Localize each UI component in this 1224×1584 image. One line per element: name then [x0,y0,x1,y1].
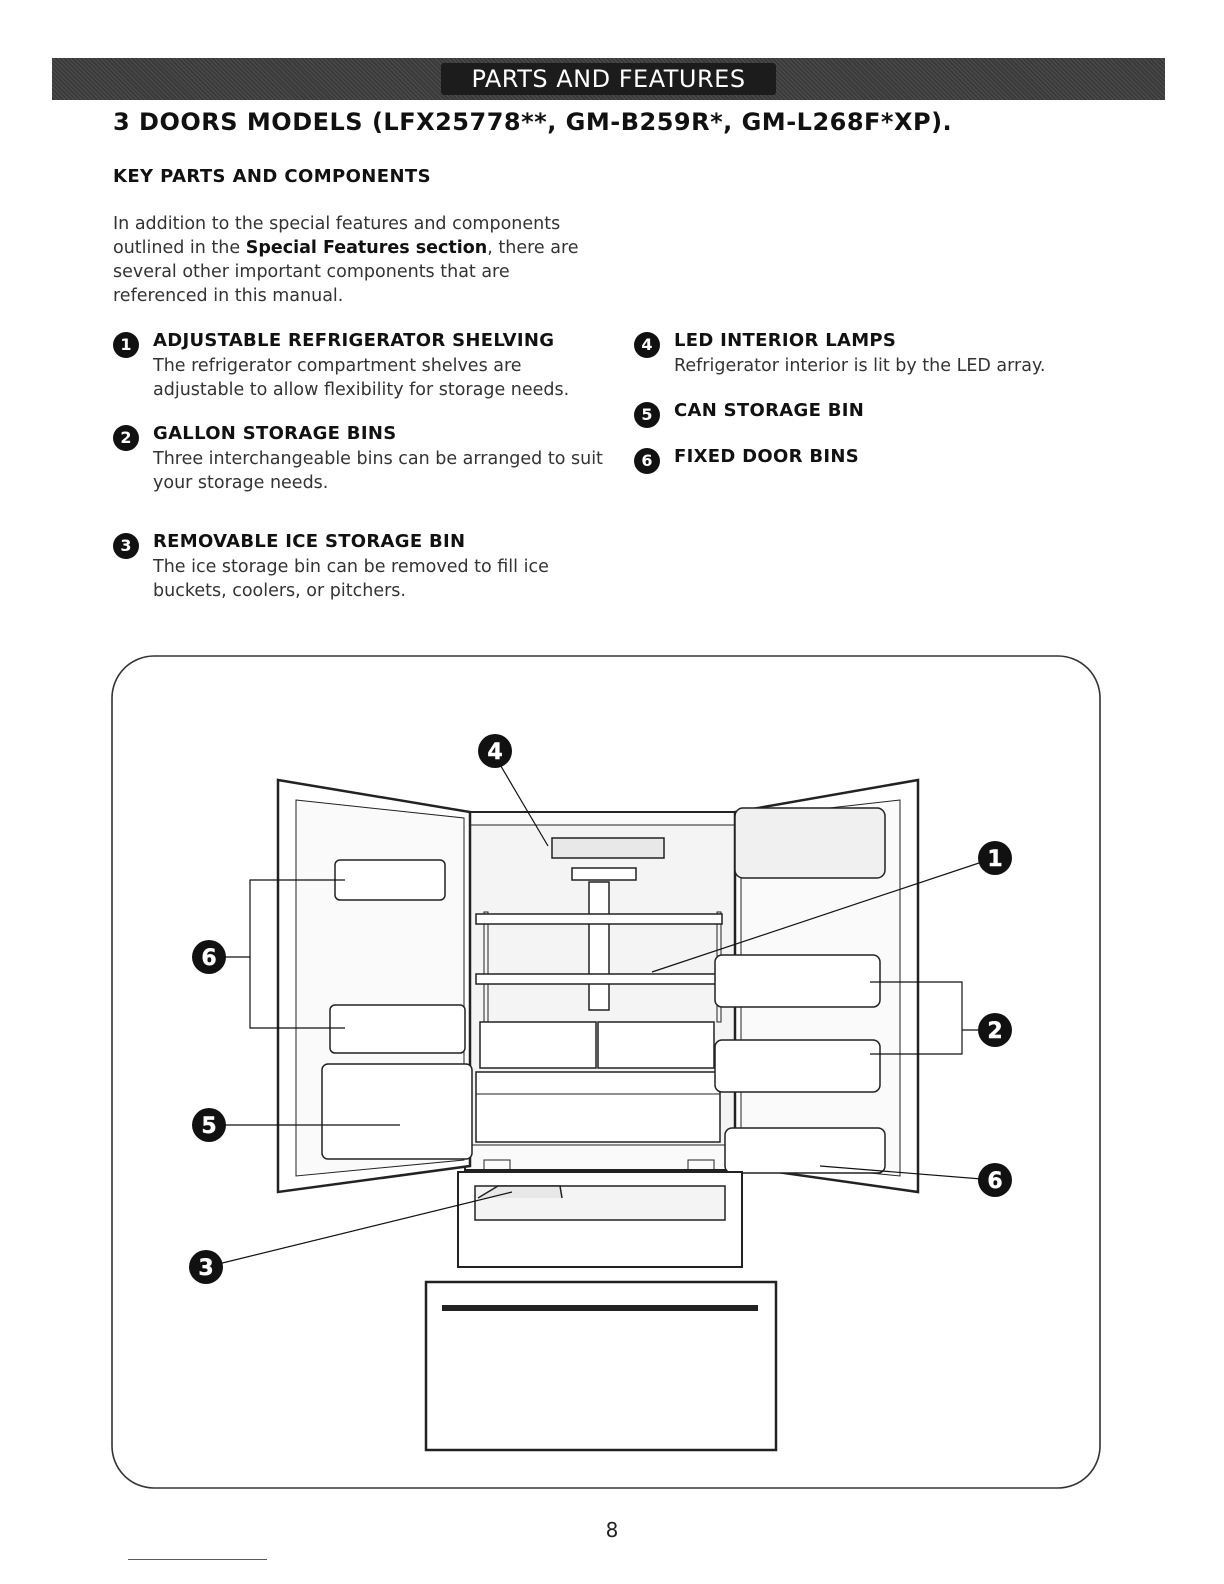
callout-3: 3 [189,1250,223,1284]
feature-title: ADJUSTABLE REFRIGERATOR SHELVING [153,330,554,351]
feature-description: Three interchangeable bins can be arrang… [153,447,603,495]
feature-number-badge: 3 [113,533,139,559]
callout-6-left: 6 [192,940,226,974]
banner-title: PARTS AND FEATURES [471,65,745,93]
feature-number-badge: 1 [113,332,139,358]
feature-description: Refrigerator interior is lit by the LED … [674,354,1124,378]
model-title: 3 DOORS MODELS (LFX25778**, GM-B259R*, G… [113,108,952,136]
feature-title: LED INTERIOR LAMPS [674,330,896,351]
callout-2: 2 [978,1013,1012,1047]
section-heading: KEY PARTS AND COMPONENTS [113,166,431,187]
callout-6-right: 6 [978,1163,1012,1197]
feature-number-badge: 5 [634,402,660,428]
feature-description: The ice storage bin can be removed to fi… [153,555,603,603]
callout-6-right-label: 6 [987,1169,1002,1194]
feature-title: FIXED DOOR BINS [674,446,859,467]
refrigerator-illustration [278,780,918,1450]
feature-number-badge: 4 [634,332,660,358]
callout-4: 4 [478,734,512,768]
callout-6-left-label: 6 [201,946,216,971]
intro-bold-link: Special Features section [246,238,488,258]
feature-title: CAN STORAGE BIN [674,400,864,421]
callout-4-label: 4 [487,740,502,765]
refrigerator-diagram: 4 1 6 2 5 6 3 [110,654,1102,1490]
callout-3-label: 3 [198,1256,213,1281]
footer-rule [128,1559,267,1560]
feature-description: The refrigerator compartment shelves are… [153,354,603,402]
callout-2-label: 2 [987,1019,1002,1044]
callout-5: 5 [192,1108,226,1142]
feature-number-badge: 6 [634,448,660,474]
banner-pill: PARTS AND FEATURES [441,63,775,95]
section-banner: PARTS AND FEATURES [52,58,1165,100]
callout-5-label: 5 [201,1114,216,1139]
feature-title: REMOVABLE ICE STORAGE BIN [153,531,465,552]
page-number: 8 [0,1518,1224,1542]
callout-1: 1 [978,841,1012,875]
feature-title: GALLON STORAGE BINS [153,423,396,444]
feature-number-badge: 2 [113,425,139,451]
intro-paragraph: In addition to the special features and … [113,212,603,308]
callout-1-label: 1 [987,847,1002,872]
